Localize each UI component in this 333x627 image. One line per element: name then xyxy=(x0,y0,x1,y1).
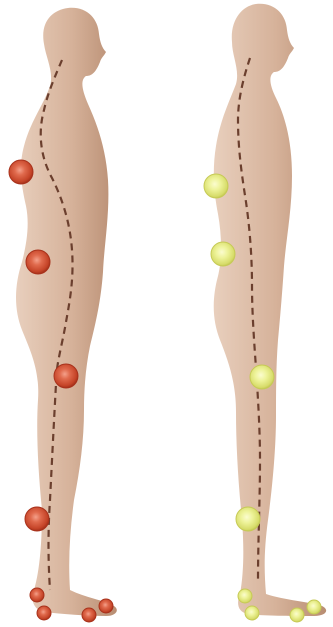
marker-red xyxy=(30,588,44,602)
marker-red xyxy=(82,608,96,622)
marker-red xyxy=(54,364,78,388)
marker-red xyxy=(26,250,50,274)
marker-red xyxy=(9,160,33,184)
marker-red xyxy=(37,606,51,620)
marker-yellow xyxy=(204,174,228,198)
marker-yellow xyxy=(236,507,260,531)
figure-poor-posture xyxy=(9,8,117,622)
marker-red xyxy=(25,507,49,531)
marker-yellow xyxy=(290,608,304,622)
marker-yellow xyxy=(250,365,274,389)
marker-red xyxy=(99,599,113,613)
marker-yellow xyxy=(245,606,259,620)
marker-yellow xyxy=(238,589,252,603)
marker-yellow xyxy=(307,600,321,614)
figure-good-posture xyxy=(204,4,326,622)
marker-yellow xyxy=(211,242,235,266)
body-silhouette-right xyxy=(214,4,326,616)
